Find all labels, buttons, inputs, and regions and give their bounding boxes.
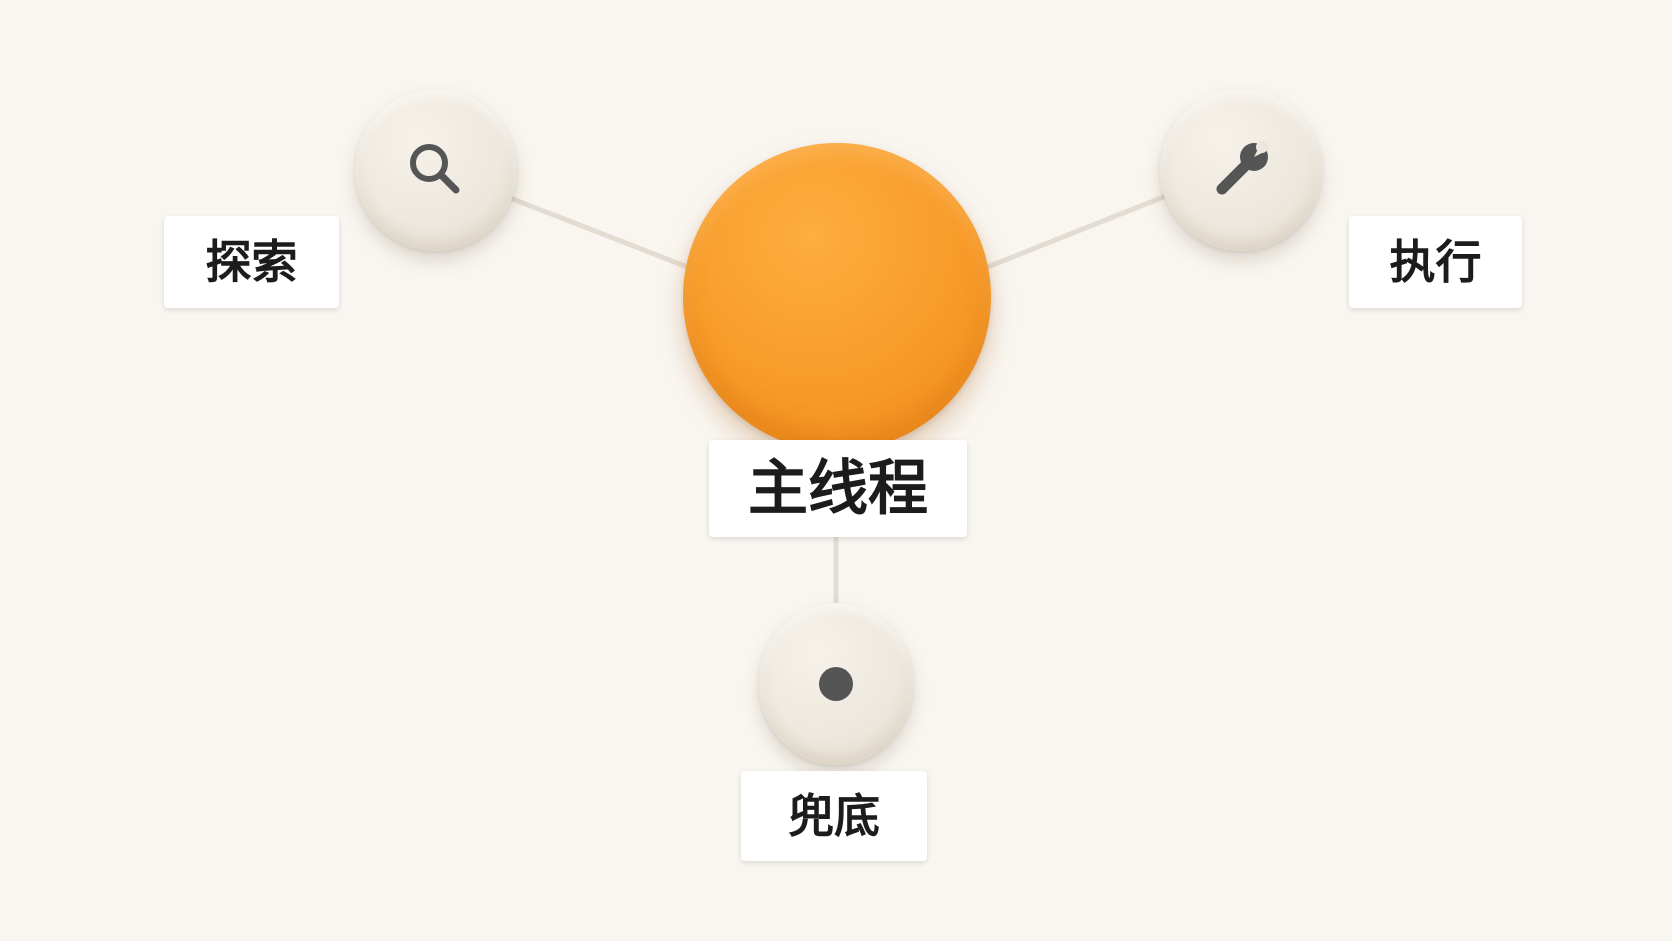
- main-thread-label-text: 主线程: [748, 453, 928, 524]
- execute-label-text: 执行: [1389, 235, 1482, 289]
- fallback-node[interactable]: [759, 603, 913, 765]
- execute-label: 执行: [1349, 216, 1522, 308]
- connector-execute: [982, 193, 1169, 271]
- main-thread-node[interactable]: [683, 143, 991, 451]
- fallback-label-text: 兜底: [788, 789, 880, 843]
- main-thread-label: 主线程: [709, 440, 967, 537]
- explore-node[interactable]: [355, 89, 517, 251]
- wrench-icon: [1216, 141, 1270, 195]
- dot-icon: [819, 667, 853, 701]
- explore-label: 探索: [164, 216, 339, 308]
- search-icon: [410, 144, 460, 194]
- fallback-label: 兜底: [741, 771, 927, 861]
- connector-explore: [502, 193, 693, 271]
- execute-node[interactable]: [1160, 89, 1322, 251]
- explore-label-text: 探索: [205, 235, 298, 289]
